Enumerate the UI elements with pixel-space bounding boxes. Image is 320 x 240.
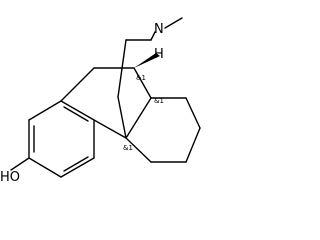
bond	[28, 100, 62, 121]
bond	[185, 127, 201, 163]
bond	[117, 39, 127, 98]
bond	[125, 97, 152, 139]
bond	[117, 96, 127, 139]
stereo-label: &1	[123, 144, 133, 152]
stereo-label: &1	[136, 74, 146, 82]
bond	[150, 31, 156, 41]
hydroxyl-label: HO	[0, 170, 20, 185]
stereo-wedge	[134, 53, 160, 68]
nitrogen-atom-label: N	[154, 22, 164, 37]
structure-diagram: N H HO &1 &1 &1	[0, 17, 201, 185]
stereo-label: &1	[154, 97, 164, 105]
methyl-bond	[164, 17, 183, 29]
bond	[28, 157, 62, 178]
bond	[60, 67, 95, 102]
double-bond-inner	[63, 156, 89, 172]
cyclohexane-ring	[125, 97, 201, 163]
bridged-ring	[60, 39, 152, 139]
aromatic-ring	[28, 100, 95, 178]
bond	[93, 119, 127, 139]
bond	[60, 157, 95, 178]
hydrogen-atom-label: H	[154, 47, 164, 62]
hydroxyl-bond	[10, 157, 30, 171]
double-bond-inner	[63, 106, 89, 122]
bond	[125, 137, 152, 163]
bond	[185, 97, 201, 129]
bond	[133, 67, 152, 99]
bond	[60, 100, 95, 121]
